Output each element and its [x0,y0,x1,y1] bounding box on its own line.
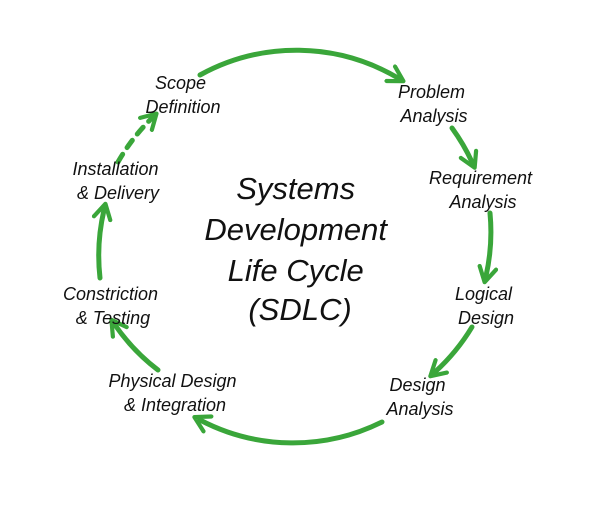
stage-label-line: Logical [455,284,513,304]
stage-label-line: Installation [72,159,158,179]
stage-label-line: Scope [155,73,206,93]
stage-label-line: Analysis [399,106,467,126]
arrow-logical-to-design-analysis [428,324,475,379]
stage-label-line: Requirement [429,168,533,188]
stage-logical-design: Logical Design [455,284,517,328]
stage-installation-delivery: Installation & Delivery [72,159,163,203]
title-line: Life Cycle [228,253,364,288]
arrow-design-analysis-to-physical [192,414,385,446]
arrow-installation-to-scope [115,111,159,165]
stage-label-line: & Integration [124,395,226,415]
stage-label-line: Analysis [385,399,453,419]
stage-label-line: & Delivery [77,183,160,203]
stage-constriction-testing: Constriction & Testing [63,284,163,328]
stage-requirement-analysis: Requirement Analysis [429,168,537,212]
stage-label-line: Definition [145,97,220,117]
arrow-scope-to-problem [197,47,406,84]
stage-label-line: & Testing [76,308,150,328]
stage-label-line: Analysis [448,192,516,212]
arrow-constriction-to-installation [91,201,113,281]
title-line: Systems [236,171,355,206]
stage-scope-definition: Scope Definition [145,73,220,117]
arrow-problem-to-requirement [449,125,479,170]
cycle-arrows [91,47,499,446]
title-line: Development [204,212,388,247]
arrow-physical-to-constriction [109,317,161,373]
stage-label-line: Problem [398,82,465,102]
stage-label-line: Design [458,308,514,328]
stage-design-analysis: Design Analysis [385,375,453,419]
stage-label-line: Design [389,375,445,395]
diagram-title: Systems Development Life Cycle (SDLC) [204,171,395,327]
stage-label-line: Constriction [63,284,158,304]
title-line: (SDLC) [248,292,351,327]
stage-physical-design-integration: Physical Design & Integration [108,371,241,415]
stage-problem-analysis: Problem Analysis [398,82,470,126]
stage-label-line: Physical Design [108,371,236,391]
arrow-requirement-to-logical [477,210,499,285]
